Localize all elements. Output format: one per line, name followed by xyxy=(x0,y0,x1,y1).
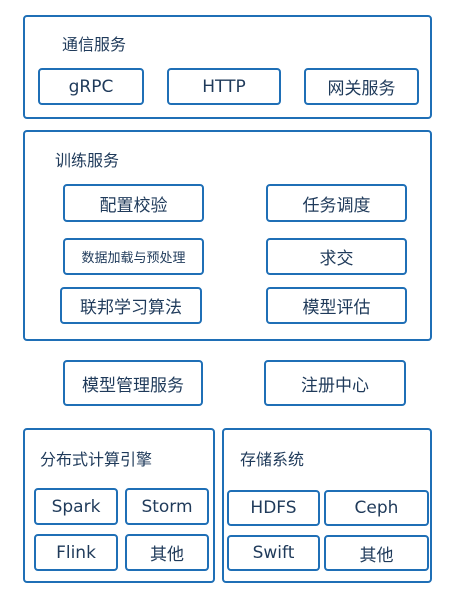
federated-learning-box: 联邦学习算法 xyxy=(60,287,202,324)
gateway-service-box: 网关服务 xyxy=(304,68,419,105)
grpc-box: gRPC xyxy=(38,68,144,105)
distributed-compute-panel: 分布式计算引擎 Spark Storm Flink 其他 xyxy=(23,428,215,583)
flink-box: Flink xyxy=(34,534,118,571)
task-scheduling-box: 任务调度 xyxy=(266,184,407,222)
model-management-box: 模型管理服务 xyxy=(63,360,203,406)
training-service-title: 训练服务 xyxy=(55,151,120,170)
swift-box: Swift xyxy=(227,535,320,571)
model-evaluation-box: 模型评估 xyxy=(266,287,407,324)
compute-other-box: 其他 xyxy=(125,534,209,571)
registry-center-box: 注册中心 xyxy=(264,360,406,406)
training-service-panel: 训练服务 配置校验 任务调度 数据加载与预处理 求交 联邦学习算法 模型评估 xyxy=(23,130,432,341)
config-validation-box: 配置校验 xyxy=(63,184,204,222)
storage-system-title: 存储系统 xyxy=(240,450,305,469)
storage-other-box: 其他 xyxy=(324,535,429,571)
data-loading-box: 数据加载与预处理 xyxy=(63,238,204,275)
communication-service-panel: 通信服务 gRPC HTTP 网关服务 xyxy=(23,15,432,119)
communication-service-title: 通信服务 xyxy=(62,35,127,54)
storm-box: Storm xyxy=(125,488,209,525)
distributed-compute-title: 分布式计算引擎 xyxy=(40,450,153,469)
http-box: HTTP xyxy=(167,68,281,105)
hdfs-box: HDFS xyxy=(227,490,320,526)
intersection-box: 求交 xyxy=(266,238,407,275)
storage-system-panel: 存储系统 HDFS Ceph Swift 其他 xyxy=(222,428,432,583)
spark-box: Spark xyxy=(34,488,118,525)
ceph-box: Ceph xyxy=(324,490,429,526)
